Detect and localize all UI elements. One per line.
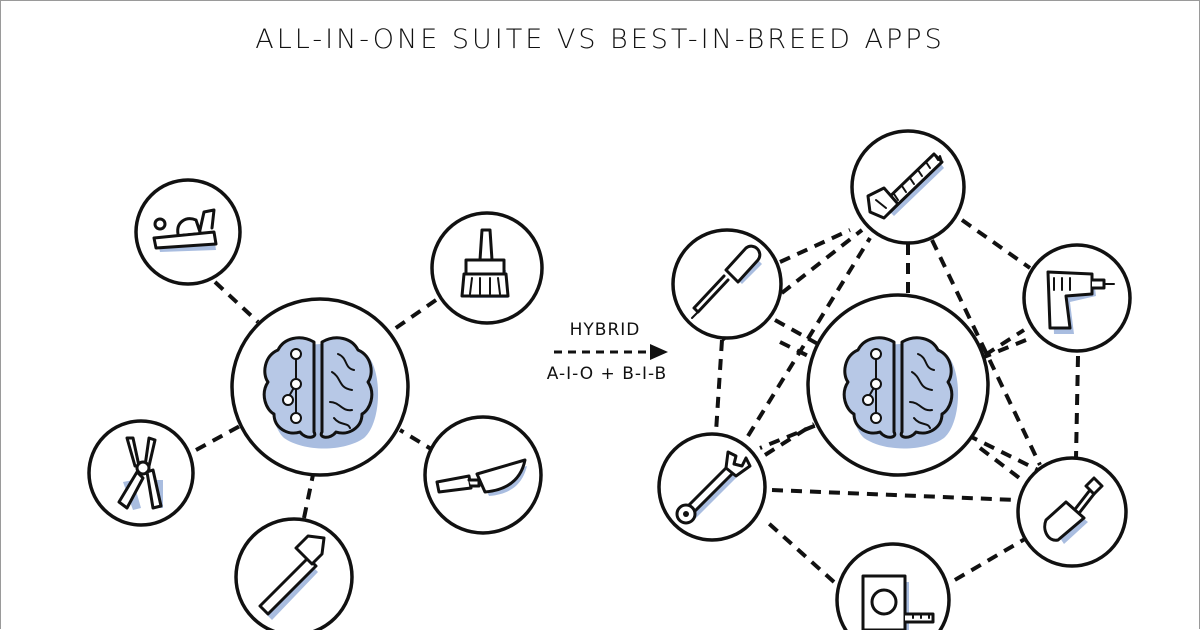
edge [946,534,1032,586]
edge [1074,355,1080,459]
edge [195,424,241,452]
edge [978,446,1024,482]
pliers-icon [117,436,163,510]
pliers-node [87,419,195,527]
screwdriver-icon [691,244,762,319]
edge [391,298,438,332]
arrow-head-icon [650,344,668,360]
edge [746,236,872,438]
edge [930,239,1042,466]
trowel-node [423,415,543,535]
paintbrush-icon [460,228,510,298]
wrench-node [657,432,767,542]
plane-node [134,178,242,286]
shovel-icon [1043,476,1104,544]
saw-icon [866,152,944,220]
shovel-node [1016,456,1128,568]
brain-icon [842,336,960,450]
right-hub [806,293,990,477]
hybrid-label: HYBRID [569,320,641,340]
screwdriver-node [671,228,783,340]
brain-icon [262,336,380,450]
paintbrush-node [430,211,544,325]
tape-measure-icon [861,574,935,630]
wrench-icon [675,450,752,525]
hammer-icon [258,534,326,620]
edge [763,518,836,584]
edge [771,488,1017,502]
drill-node [1022,243,1132,353]
edge [302,469,316,519]
edge [714,339,724,433]
edge [960,218,1032,270]
edge [983,328,1026,357]
drill-icon [1046,270,1115,334]
hammer-node [234,517,354,630]
diagram-title: ALL-IN-ONE SUITE VS BEST-IN-BREED APPS [255,24,945,55]
left-hub [230,297,410,477]
saw-node [850,129,966,245]
trowel-icon [435,458,527,496]
plane-icon [152,208,218,252]
tape-measure-node [835,542,951,630]
hybrid-sub-label: A-I-O + B-I-B [546,364,668,384]
edge [779,228,851,264]
edge [213,280,260,324]
